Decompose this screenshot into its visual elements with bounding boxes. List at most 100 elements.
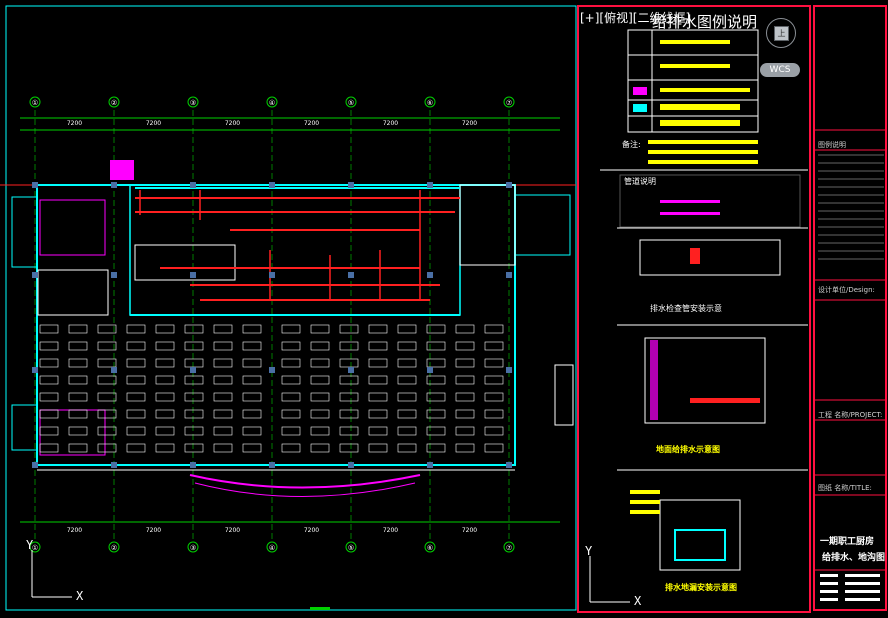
ucs-y-label: Y	[26, 538, 34, 552]
dining-table	[281, 392, 301, 402]
remark-bar	[648, 150, 758, 154]
grid-bubble	[29, 541, 41, 553]
left-stair-top	[11, 196, 38, 268]
column-marker	[506, 182, 512, 188]
dining-table	[184, 409, 204, 419]
dining-table	[213, 324, 233, 334]
entrance-canopy	[189, 474, 421, 489]
dimension-text: 7200	[225, 527, 240, 534]
dining-table	[39, 426, 59, 436]
dining-table	[397, 443, 417, 453]
dining-table	[213, 375, 233, 385]
drawing-frame	[5, 5, 577, 611]
legend-panel-frame	[577, 5, 811, 613]
toilet-block	[459, 184, 516, 266]
dining-table	[339, 426, 359, 436]
view-control-label[interactable]: [+][俯视][二维线框]	[580, 11, 691, 25]
dining-table	[184, 443, 204, 453]
detail-note-bar	[630, 490, 660, 494]
pipe-detail-box	[619, 174, 801, 228]
building-plan	[11, 160, 574, 497]
grid-axis-label: ⑦	[506, 99, 512, 107]
column-marker	[111, 272, 117, 278]
drainage-pipes	[130, 187, 460, 316]
dining-table	[281, 358, 301, 368]
dining-table	[310, 375, 330, 385]
detail-pipe	[690, 248, 700, 264]
dining-table	[484, 426, 504, 436]
detail-drawing-2	[644, 337, 766, 424]
dining-table	[397, 426, 417, 436]
detail-drain	[690, 398, 760, 403]
dining-table	[97, 324, 117, 334]
dimension-text: 7200	[462, 120, 477, 127]
dining-table	[97, 341, 117, 351]
ucs-x-label: X	[76, 589, 84, 603]
dining-table	[368, 358, 388, 368]
store-room	[134, 244, 236, 281]
dining-table	[455, 409, 475, 419]
title-block-title-label: 图纸 名称/TITLE:	[818, 484, 872, 492]
dimension-text: 7200	[67, 527, 82, 534]
stair-core-top	[39, 199, 106, 256]
dining-table	[368, 443, 388, 453]
dining-table	[155, 358, 175, 368]
grid-axis-label: ①	[32, 544, 38, 552]
dining-table	[310, 358, 330, 368]
dining-table	[68, 392, 88, 402]
ucs-icon-main	[31, 550, 72, 598]
dining-table	[97, 443, 117, 453]
view-cube-icon[interactable]: 上	[766, 18, 796, 48]
grid-bubble	[503, 96, 515, 108]
dining-table	[310, 443, 330, 453]
dining-table	[397, 341, 417, 351]
title-block-entry	[845, 582, 880, 585]
wcs-menu-button[interactable]: WCS	[760, 63, 800, 77]
dining-table	[339, 392, 359, 402]
dining-table	[126, 426, 146, 436]
dining-table	[242, 443, 262, 453]
grid-bubble	[29, 96, 41, 108]
kitchen-zone	[129, 184, 461, 316]
column-marker	[348, 182, 354, 188]
dining-table	[368, 341, 388, 351]
title-block-rows	[814, 129, 886, 601]
dining-table	[155, 443, 175, 453]
dining-table	[39, 358, 59, 368]
dimension-text: 7200	[146, 120, 161, 127]
column-marker	[190, 462, 196, 468]
dining-table	[155, 375, 175, 385]
column-marker	[32, 367, 38, 373]
dining-table	[242, 375, 262, 385]
grid-axis-label: ③	[190, 99, 196, 107]
dining-table	[68, 409, 88, 419]
dining-table	[155, 426, 175, 436]
dining-table	[310, 341, 330, 351]
dimension-text: 7200	[383, 120, 398, 127]
title-block-design-label: 设计单位/Design:	[818, 286, 875, 294]
dining-table	[213, 392, 233, 402]
legend-content	[600, 29, 808, 571]
column-marker	[111, 462, 117, 468]
side-room	[554, 364, 574, 426]
dining-table	[126, 392, 146, 402]
dining-table	[68, 358, 88, 368]
dimension-text: 7200	[146, 527, 161, 534]
dining-table	[213, 341, 233, 351]
dining-table	[455, 443, 475, 453]
dining-table	[310, 409, 330, 419]
grid-axis-label: ②	[111, 544, 117, 552]
view-cube-face[interactable]: 上	[774, 26, 789, 41]
status-tick	[310, 607, 330, 610]
grid-axis-label: ⑥	[427, 99, 433, 107]
dining-table	[39, 443, 59, 453]
dining-table	[184, 324, 204, 334]
dining-table	[97, 426, 117, 436]
column-marker	[32, 272, 38, 278]
dining-table	[184, 341, 204, 351]
column-marker	[32, 182, 38, 188]
dining-table	[39, 341, 59, 351]
column-marker	[190, 367, 196, 373]
